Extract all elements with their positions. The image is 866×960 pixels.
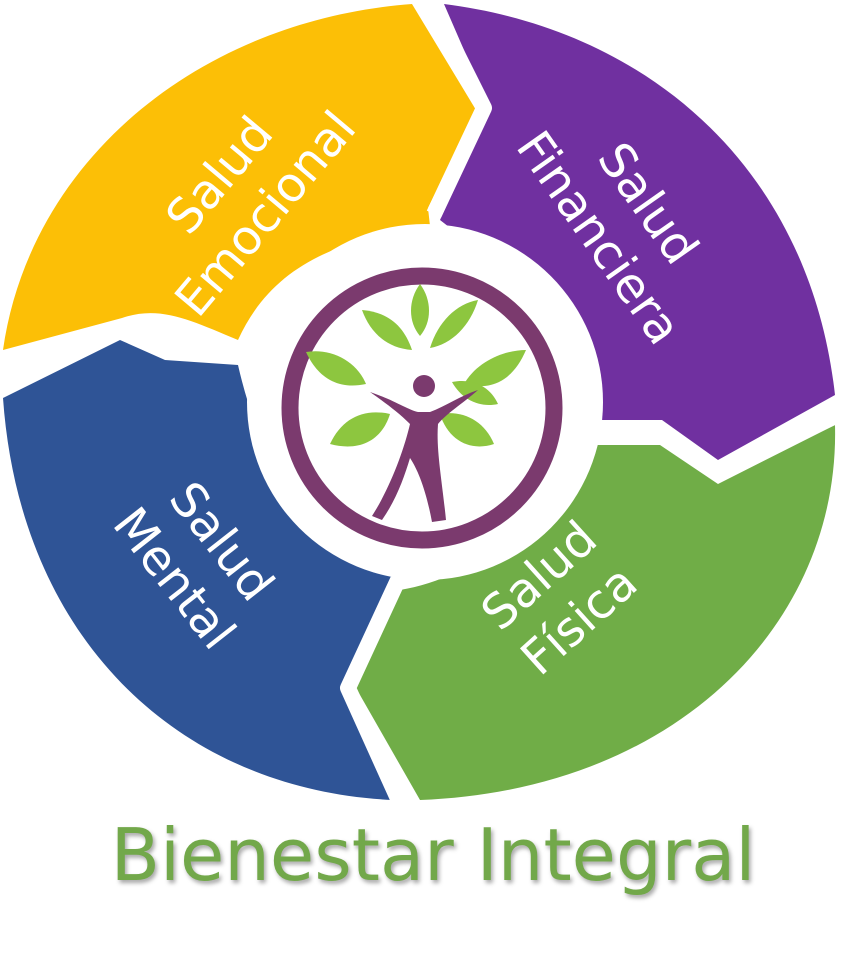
segment-emocional (3, 4, 476, 350)
segment-mental (3, 340, 392, 800)
person-figure-icon (370, 375, 478, 522)
logo-ring (281, 267, 563, 549)
segment-separators (0, 0, 848, 812)
page-title: Bienestar Integral (110, 813, 756, 897)
tree-leaves-icon (306, 284, 526, 447)
segment-financiera (440, 4, 835, 460)
segment-fisica (356, 425, 836, 800)
